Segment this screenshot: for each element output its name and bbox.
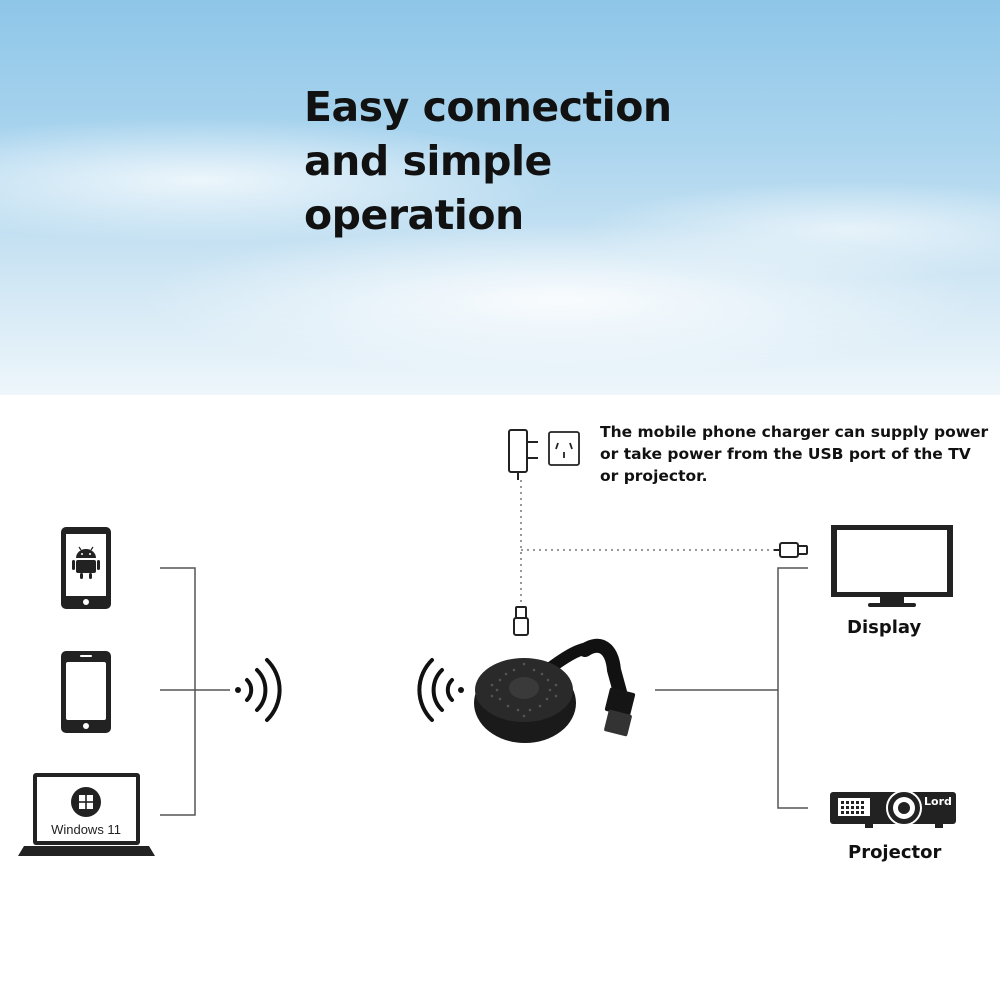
charger-adapter-icon [508,429,538,480]
android-phone-icon [61,527,111,609]
android-logo-icon [72,546,100,579]
laptop-label: Windows 11 [51,822,121,837]
power-note-line-1: The mobile phone charger can supply powe… [600,423,989,441]
power-note-line-2: or take power from the USB port of the T… [600,445,971,463]
power-note: The mobile phone charger can supply powe… [600,421,995,487]
display-label: Display [847,617,922,638]
sky-background [0,0,1000,395]
wireless-signal-icon [235,658,282,722]
wireless-signal-icon-dongle [417,658,464,722]
dongle-vent-holes [490,662,558,718]
power-dotted-lines [520,480,778,605]
headline-line-1: Easy connection [304,83,672,131]
projector-label: Projector [848,842,942,863]
windows-logo-icon [71,787,101,817]
display-monitor-icon [831,525,953,607]
power-note-line-3: or projector. [600,467,708,485]
wall-socket-icon [548,431,580,466]
headline: Easy connection and simple operation [304,80,672,242]
phone-icon [61,651,111,733]
usb-plug-icon [774,542,808,558]
hdmi-dongle-image [474,638,636,743]
headline-line-2: and simple [304,137,552,185]
micro-usb-plug-icon [513,606,529,636]
headline-line-3: operation [304,191,524,239]
right-connector-lines [655,567,808,809]
projector-brand-label: Lord [924,795,952,808]
laptop-icon: Windows 11 [18,773,155,856]
projector-icon: Lord [830,790,956,828]
left-connector-lines [160,567,230,816]
